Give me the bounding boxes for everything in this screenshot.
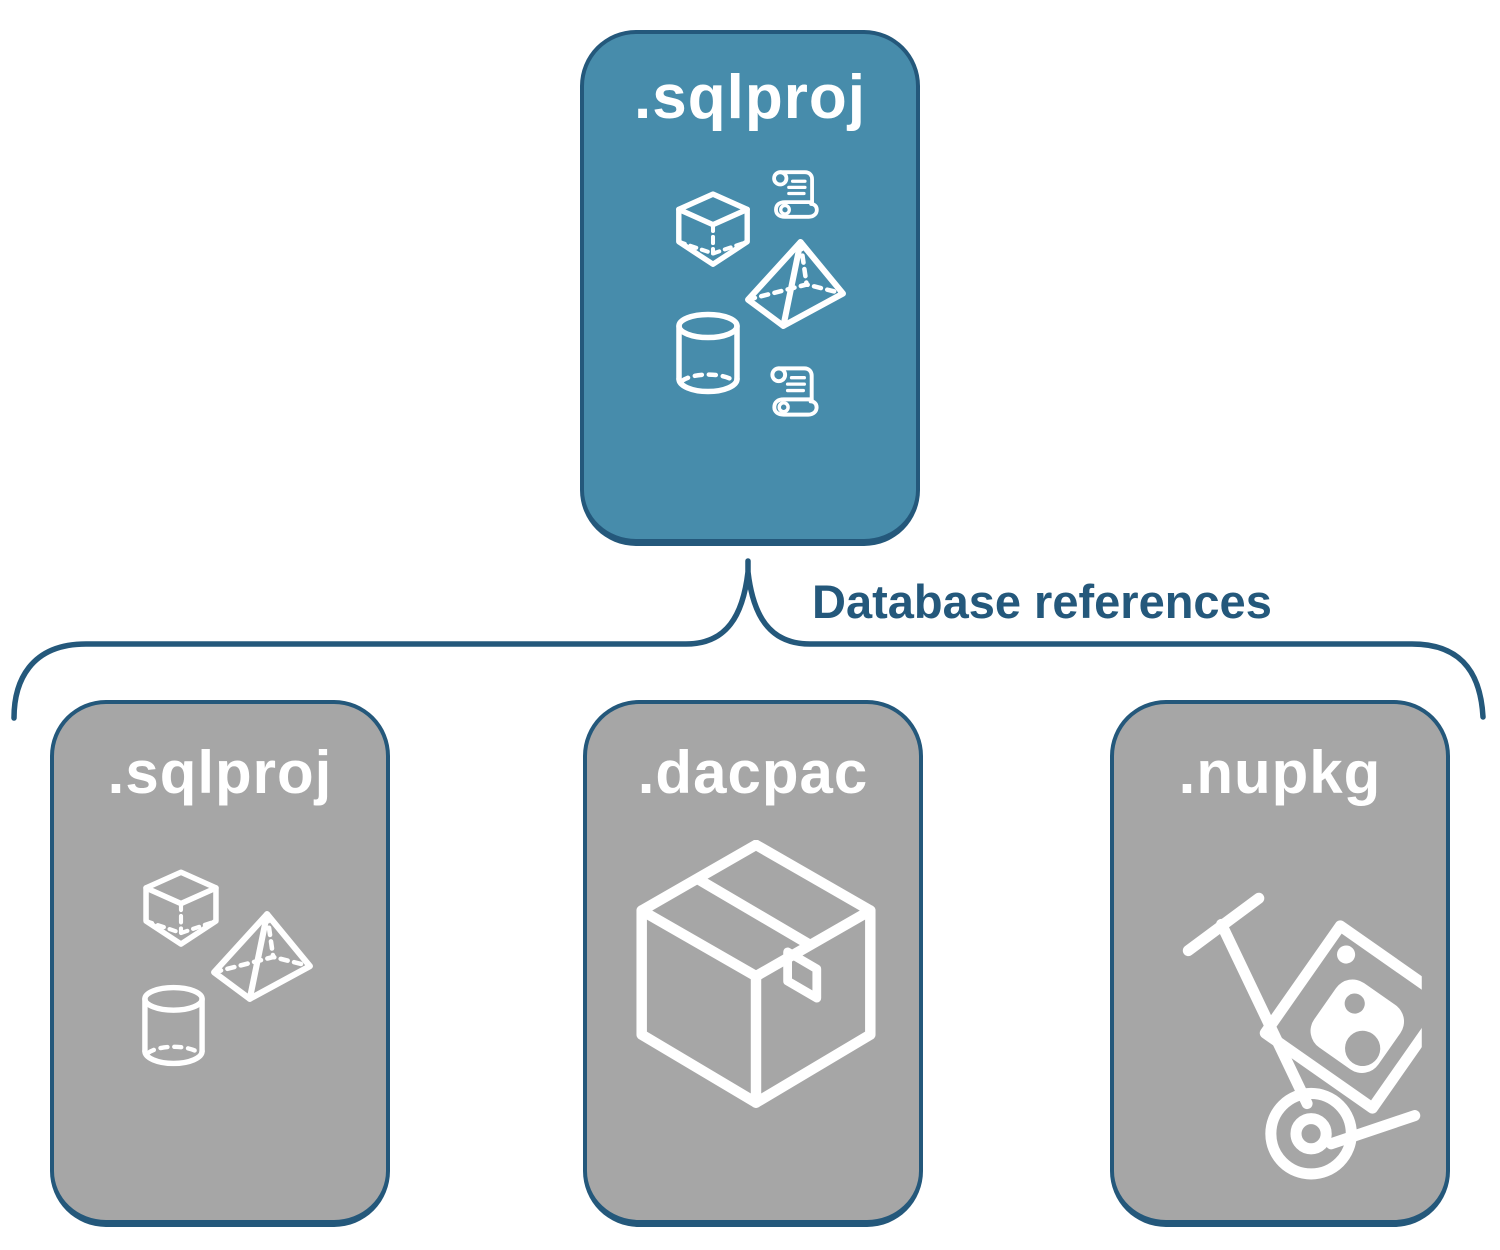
node-child-dacpac-title: .dacpac xyxy=(637,739,869,806)
node-root-title: .sqlproj xyxy=(634,63,866,132)
node-child-sqlproj: .sqlproj xyxy=(50,700,390,1227)
cylinder-icon xyxy=(673,311,743,395)
node-root-sqlproj: .sqlproj xyxy=(580,30,920,546)
node-child-dacpac: .dacpac xyxy=(583,700,923,1227)
node-child-nupkg: .nupkg xyxy=(1110,700,1450,1227)
cylinder-icon xyxy=(139,983,208,1068)
scroll-icon xyxy=(766,166,823,223)
scroll-icon xyxy=(764,362,823,421)
package-box-icon xyxy=(634,840,878,1127)
brace-connector xyxy=(11,558,1486,721)
nuget-hand-truck-icon xyxy=(1170,854,1422,1181)
node-child-sqlproj-title: .sqlproj xyxy=(107,739,333,806)
connector-label: Database references xyxy=(812,575,1272,628)
pyramid-icon xyxy=(743,237,849,333)
pyramid-icon xyxy=(209,906,316,1009)
node-child-nupkg-title: .nupkg xyxy=(1178,739,1382,806)
